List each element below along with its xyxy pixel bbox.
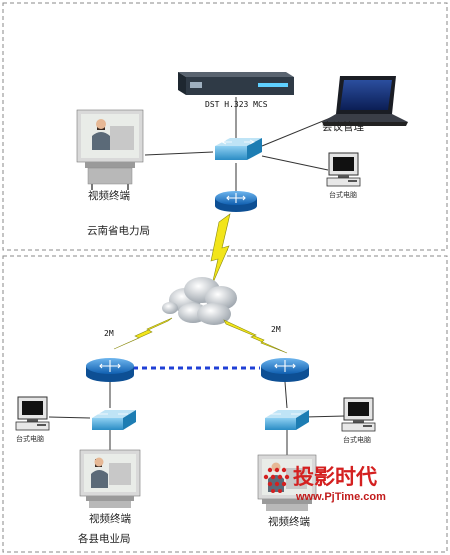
mcs-label: DST H.323 MCS <box>205 100 268 109</box>
watermark-brand: 投影时代 <box>293 465 377 489</box>
wan-lightning-top <box>210 213 231 286</box>
wan-cloud-icon <box>162 277 237 325</box>
right-desktop-label: 台式电脑 <box>343 435 371 444</box>
watermark-url: www.PjTime.com <box>295 491 386 503</box>
wan-lightning-left <box>113 317 173 350</box>
right-router-icon <box>261 358 309 382</box>
top-video-terminal-label: 视频终端 <box>88 189 130 202</box>
top-router-icon <box>215 191 257 212</box>
pjtime-watermark: 投影时代 www.PjTime.com <box>263 465 386 503</box>
right-switch-icon <box>265 410 309 430</box>
top-site-frame <box>2 2 448 251</box>
right-desktop-icon <box>341 397 376 432</box>
right-bandwidth-label: 2M <box>271 325 281 334</box>
laptop-icon <box>322 76 408 126</box>
left-switch-icon <box>92 410 136 430</box>
bottom-site-frame <box>2 255 448 553</box>
mcs-device <box>178 72 294 95</box>
top-switch-icon <box>215 138 262 160</box>
left-desktop-icon <box>15 396 50 431</box>
wan-lightning-right <box>223 319 288 354</box>
top-desktop-icon <box>326 152 361 187</box>
left-router-icon <box>86 358 134 382</box>
left-video-terminal-icon <box>79 449 141 508</box>
left-desktop-label: 台式电脑 <box>16 434 44 443</box>
top-site-label: 云南省电力局 <box>87 224 150 237</box>
right-video-terminal-label: 视频终端 <box>268 515 310 528</box>
bottom-site-label: 各县电业局 <box>78 532 131 545</box>
top-desktop-label: 台式电脑 <box>329 190 357 199</box>
watermark-dot-grid-icon <box>263 467 290 493</box>
left-bandwidth-label: 2M <box>104 329 114 338</box>
video-terminal-icon <box>76 109 144 190</box>
left-video-terminal-label: 视频终端 <box>89 512 131 525</box>
laptop-label: 会议管理 <box>322 120 364 133</box>
